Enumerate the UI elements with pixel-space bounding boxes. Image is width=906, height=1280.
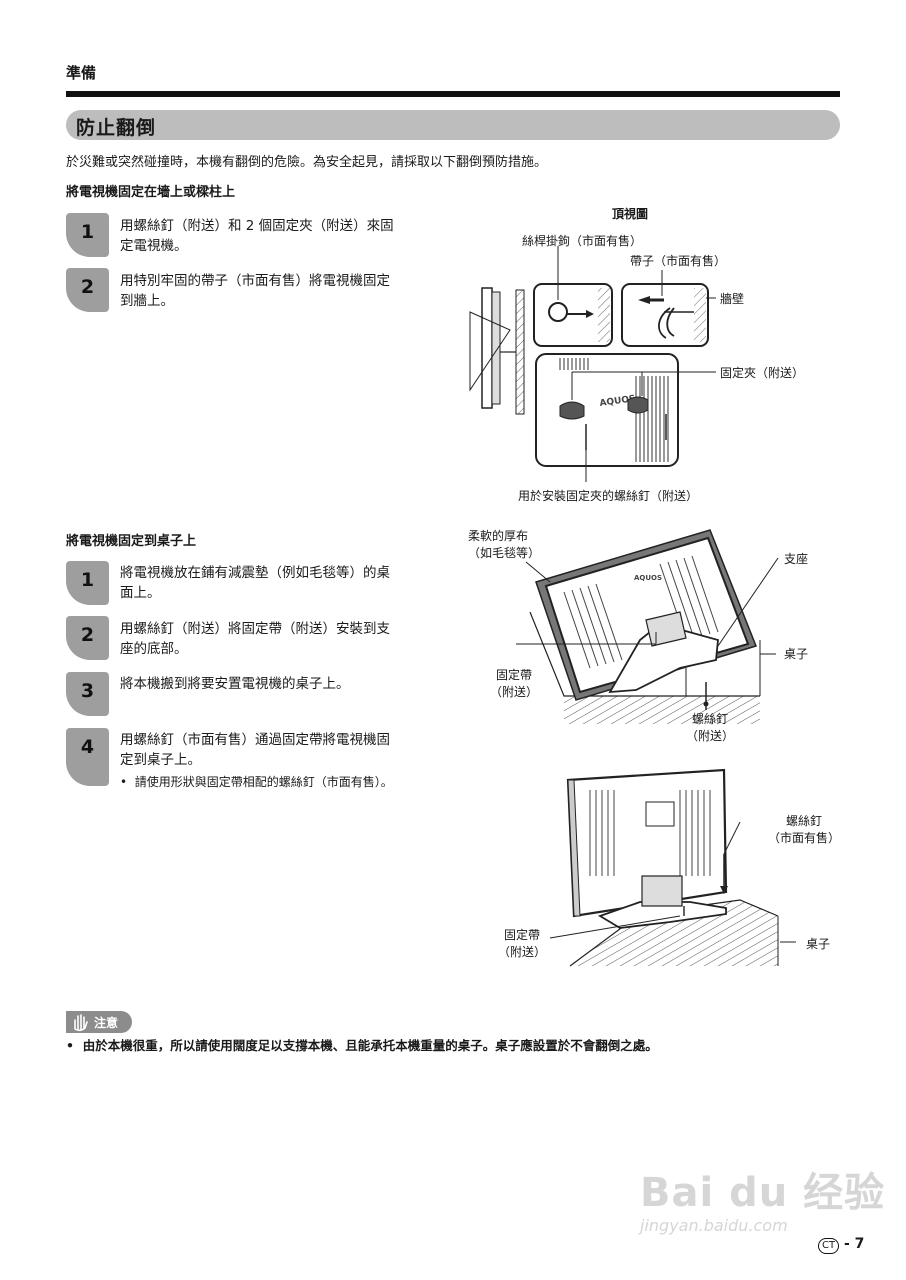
bullet-dot: • (66, 1038, 83, 1053)
step-line: 將電視機放在鋪有減震墊（例如毛毯等）的桌 (120, 565, 390, 581)
screw-label-line: 螺絲釘 (692, 712, 729, 726)
step-line: 面上。 (120, 585, 161, 601)
step-line: 定電視機。 (120, 238, 188, 254)
caution-text: • 由於本機很重，所以請使用闊度足以支撐本機、且能承托本機重量的桌子。桌子應設置… (66, 1035, 658, 1054)
caution-label: 注意 (94, 1016, 119, 1030)
watermark-url: jingyan.baidu.com (640, 1216, 788, 1235)
screw-label: 螺絲釘 （附送） (686, 710, 734, 744)
desk-step-3-badge: 3 (66, 672, 109, 716)
wall-step-2-text: 用特別牢固的帶子（市面有售）將電視機固定 到牆上。 (120, 271, 442, 311)
desk-step-4-badge: 4 (66, 728, 109, 786)
band-label-line: （附送） (498, 945, 547, 959)
hand-icon (74, 1014, 88, 1032)
desk-bullet: • 請使用形狀與固定帶相配的螺絲釘（市面有售）。 (120, 773, 393, 790)
band-label: 固定帶 （附送） (490, 666, 538, 700)
wall-heading: 將電視機固定在墻上或樑柱上 (66, 185, 236, 200)
caution-body: 由於本機很重，所以請使用闊度足以支撐本機、且能承托本機重量的桌子。桌子應設置於不… (82, 1038, 658, 1053)
screw-label-line: （附送） (686, 729, 735, 743)
wall-step-2-badge: 2 (66, 268, 109, 312)
brand-logo: AQUOS (634, 574, 662, 582)
footer-separator: - (843, 1236, 855, 1252)
step-number: 4 (80, 736, 95, 758)
band-label-2: 固定帶 （附送） (498, 926, 546, 960)
step-line: 用螺絲釘（附送）和 2 個固定夾（附送）來固 (120, 218, 394, 234)
bullet-dot: • (120, 775, 135, 789)
desk-step-4-text: 用螺絲釘（市面有售）通過固定帶將電視機固 定到桌子上。 (120, 730, 442, 770)
desk-label: 桌子 (784, 647, 809, 661)
step-number: 1 (80, 569, 95, 591)
wall-mount-illustration: AQUOS (469, 246, 716, 482)
title-bar (66, 110, 840, 140)
step-number: 3 (80, 680, 95, 702)
watermark-brand: Bai du 经验 (640, 1170, 886, 1216)
hook-label: 絲桿掛鉤（市面有售） (522, 234, 643, 248)
step-line: 到牆上。 (120, 293, 174, 309)
screw-label-2: 螺絲釘 （市面有售） (768, 812, 840, 846)
page-footer: CT - 7 (818, 1236, 864, 1254)
stand-label: 支座 (784, 552, 809, 566)
band-label-line: 固定帶 (496, 668, 533, 682)
language-mark: CT (818, 1238, 840, 1254)
step-line: 座的底部。 (120, 641, 188, 657)
strap-label: 帶子（市面有售） (630, 254, 727, 268)
page-title: 防止翻倒 (76, 117, 157, 139)
section-label: 準備 (66, 64, 97, 82)
clamp-label: 固定夾（附送） (720, 366, 805, 380)
desk-step-3-text: 將本機搬到將要安置電視機的桌子上。 (120, 674, 442, 694)
header-rule (66, 91, 840, 97)
cloth-label-line: （如毛毯等） (468, 546, 541, 560)
wall-label: 牆壁 (720, 292, 745, 306)
step-number: 2 (80, 276, 95, 298)
desk-step-1-badge: 1 (66, 561, 109, 605)
screw-label-line: （市面有售） (768, 831, 841, 845)
desk-step-1-text: 將電視機放在鋪有減震墊（例如毛毯等）的桌 面上。 (120, 563, 442, 603)
desk-lying-illustration: AQUOS (516, 529, 779, 724)
clamp-screw-label: 用於安裝固定夾的螺絲釘（附送） (518, 489, 699, 503)
screw-label-line: 螺絲釘 (786, 814, 823, 828)
step-line: 將本機搬到將要安置電視機的桌子上。 (120, 676, 350, 692)
step-line: 用螺絲釘（附送）將固定帶（附送）安裝到支 (120, 621, 390, 637)
caution-badge (66, 1011, 132, 1033)
bullet-text: 請使用形狀與固定帶相配的螺絲釘（市面有售）。 (134, 775, 393, 789)
desk-step-2-badge: 2 (66, 616, 109, 660)
top-view-label: 頂視圖 (612, 207, 649, 221)
cloth-label: 柔軟的厚布 （如毛毯等） (468, 527, 540, 561)
step-line: 用特別牢固的帶子（市面有售）將電視機固定 (120, 273, 390, 289)
wall-step-1-text: 用螺絲釘（附送）和 2 個固定夾（附送）來固 定電視機。 (120, 216, 442, 256)
band-label-line: 固定帶 (504, 928, 541, 942)
desk-standing-illustration (549, 768, 796, 967)
watermark: Bai du 经验 jingyan.baidu.com (640, 1160, 885, 1235)
wall-step-1-badge: 1 (66, 213, 109, 257)
brand-logo: AQUOS (599, 394, 636, 409)
step-line: 用螺絲釘（市面有售）通過固定帶將電視機固 (120, 732, 390, 748)
intro-text: 於災難或突然碰撞時，本機有翻倒的危險。為安全起見，請採取以下翻倒預防措施。 (66, 155, 548, 170)
step-number: 1 (80, 221, 95, 243)
page-number: 7 (854, 1236, 865, 1252)
desk-heading: 將電視機固定到桌子上 (66, 534, 197, 549)
desk-label-2: 桌子 (806, 937, 831, 951)
step-number: 2 (80, 624, 95, 646)
step-line: 定到桌子上。 (120, 752, 201, 768)
band-label-line: （附送） (490, 685, 539, 699)
desk-step-2-text: 用螺絲釘（附送）將固定帶（附送）安裝到支 座的底部。 (120, 619, 442, 659)
cloth-label-line: 柔軟的厚布 (468, 529, 529, 543)
